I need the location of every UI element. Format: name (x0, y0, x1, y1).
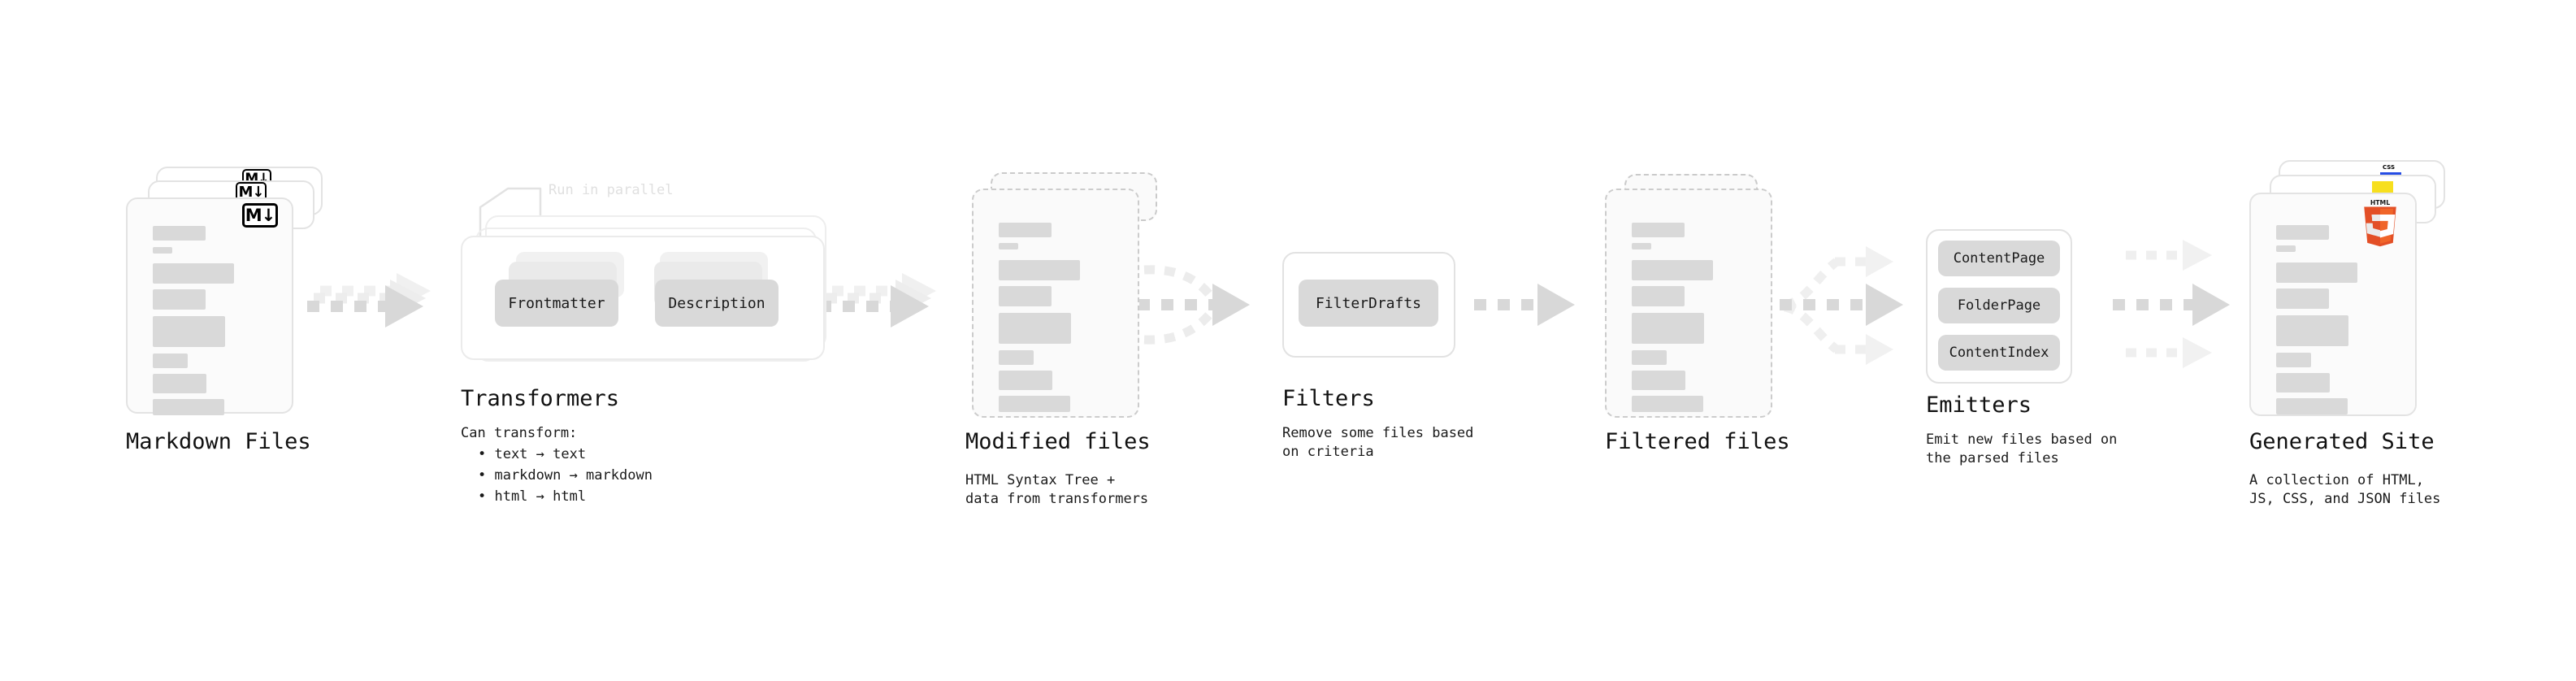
svg-text:HTML: HTML (2370, 199, 2390, 206)
transformers-subtitle: Can transform: (461, 425, 578, 441)
transformers-bullet-2: • html → html (478, 488, 587, 505)
skeleton-bar (2276, 245, 2296, 252)
modified-card-front (972, 189, 1139, 418)
modified-files-title: Modified files (965, 429, 1151, 454)
arrow-transformers-to-modified (819, 273, 936, 327)
filter-node-filterdrafts[interactable]: FilterDrafts (1299, 280, 1438, 327)
filters-title: Filters (1282, 386, 1375, 411)
skeleton-bar (999, 313, 1071, 344)
skeleton-bar (2276, 262, 2357, 283)
markdown-badge-icon: M↓ (242, 203, 278, 228)
skeleton-bar (1632, 260, 1713, 280)
skeleton-bar (1632, 313, 1704, 344)
skeleton-bar (2276, 225, 2329, 240)
arrow-filters-to-filtered (1474, 284, 1575, 326)
skeleton-bar (2276, 288, 2329, 309)
skeleton-bar (999, 396, 1070, 412)
js-badge-icon (2372, 181, 2393, 194)
modified-files-subtitle: HTML Syntax Tree + data from transformer… (965, 472, 1149, 507)
skeleton-bar (153, 247, 172, 254)
emitters-subtitle: Emit new files based on the parsed files (1926, 432, 2118, 466)
arrow-filtered-to-emitters (1780, 246, 1903, 365)
emitter-node-contentpage[interactable]: ContentPage (1938, 241, 2060, 276)
skeleton-bar (153, 289, 206, 310)
filters-subtitle: Remove some files based on criteria (1282, 425, 1474, 460)
emitter-node-folderpage[interactable]: FolderPage (1938, 288, 2060, 323)
skeleton-bar (2276, 353, 2311, 367)
filtered-files-title: Filtered files (1605, 429, 1790, 454)
run-in-parallel-label: Run in parallel (549, 182, 674, 198)
transformers-bullet-1: • markdown → markdown (478, 467, 653, 484)
skeleton-bar (1632, 371, 1685, 390)
skeleton-bar (153, 226, 206, 241)
skeleton-bar (153, 316, 225, 347)
generated-site-title: Generated Site (2249, 429, 2435, 454)
skeleton-bar (153, 374, 206, 393)
emitter-node-contentindex[interactable]: ContentIndex (1938, 335, 2060, 371)
skeleton-bar (1632, 223, 1685, 237)
skeleton-bar (2276, 315, 2348, 346)
css-badge-icon (2380, 172, 2401, 176)
skeleton-bar (153, 263, 234, 284)
filtered-card-front (1605, 189, 1772, 418)
skeleton-bar (999, 350, 1034, 365)
skeleton-bar (999, 371, 1052, 390)
skeleton-bar (999, 260, 1080, 280)
skeleton-bar (1632, 286, 1685, 306)
skeleton-bar (153, 354, 188, 368)
skeleton-bar (2276, 373, 2330, 393)
skeleton-bar (999, 223, 1052, 237)
transformer-node-description[interactable]: Description (655, 280, 778, 327)
arrow-md-to-transformers (307, 273, 431, 327)
transformer-node-frontmatter[interactable]: Frontmatter (495, 280, 618, 327)
run-in-parallel-bracket (479, 187, 542, 240)
transformers-bullet-0: • text → text (478, 446, 587, 462)
css-badge-label: CSS (2383, 164, 2396, 171)
skeleton-bar (1632, 243, 1651, 249)
arrow-emitters-to-site (2113, 240, 2230, 368)
skeleton-bar (2276, 398, 2348, 414)
transformers-title: Transformers (461, 386, 620, 411)
skeleton-bar (1632, 350, 1667, 365)
skeleton-bar (999, 286, 1052, 306)
skeleton-bar (153, 399, 224, 415)
generated-site-subtitle: A collection of HTML, JS, CSS, and JSON … (2249, 472, 2441, 507)
emitters-title: Emitters (1926, 393, 2032, 418)
html5-badge-icon: HTML (2364, 199, 2396, 247)
markdown-card-front (126, 197, 293, 415)
markdown-files-title: Markdown Files (126, 429, 311, 454)
skeleton-bar (1632, 396, 1703, 412)
skeleton-bar (999, 243, 1018, 249)
arrow-modified-to-filters (1138, 265, 1250, 345)
